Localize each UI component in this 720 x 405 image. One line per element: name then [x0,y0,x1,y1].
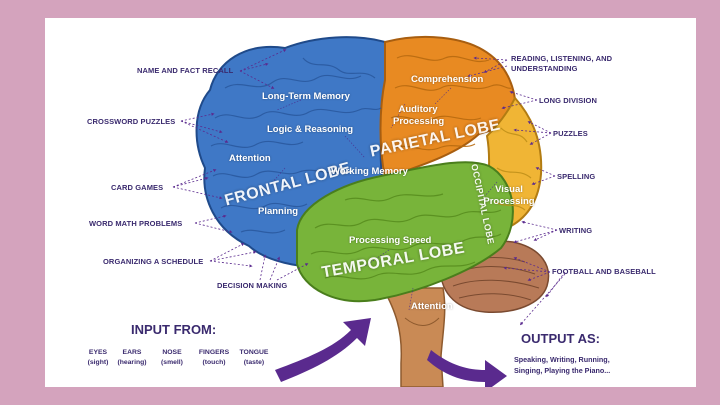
output-heading: OUTPUT AS: [521,331,600,346]
sense-eyes-name: EYES [88,349,108,356]
input-arrow-upper [275,318,371,382]
region-attention-stem: Attention [411,301,453,312]
diagram-panel: FRONTAL LOBE PARIETAL LOBE OCCIPITAL LOB… [45,18,696,387]
temporal-lobe [296,161,514,303]
region-planning: Planning [258,206,299,217]
brain-stem [381,287,446,387]
region-working-memory: Working Memory [331,166,408,177]
sense-nose: NOSE (smell) [155,348,189,368]
sense-nose-detail: (smell) [161,359,183,366]
task-word-math-problems: WORD MATH PROBLEMS [89,219,183,228]
task-football-baseball: FOOTBALL AND BASEBALL [552,267,656,276]
reading-line-1: READING, LISTENING, AND [511,54,613,63]
task-name-fact-recall: NAME AND FACT RECALL [137,66,234,75]
region-processing-speed: Processing Speed [349,235,432,246]
reading-line-2: UNDERSTANDING [511,64,578,73]
task-card-games: CARD GAMES [111,183,164,192]
task-decision-making: DECISION MAKING [217,281,288,290]
task-puzzles: PUZZLES [553,129,588,138]
sense-eyes-detail: (sight) [87,359,109,366]
sense-fingers-name: FINGERS [198,349,230,356]
brain-illustration [172,35,566,387]
region-auditory-processing: Auditory Processing [393,104,445,128]
output-line-2: Singing, Playing the Piano... [514,366,611,375]
sense-fingers: FINGERS (touch) [195,348,233,368]
output-text: Speaking, Writing, Running, Singing, Pla… [514,354,610,376]
task-crossword-puzzles: CROSSWORD PUZZLES [87,117,176,126]
sense-tongue-detail: (taste) [243,359,265,366]
task-long-division: LONG DIVISION [539,96,597,105]
output-line-1: Speaking, Writing, Running, [514,355,610,364]
sense-ears-name: EARS [122,349,142,356]
visual-line-2: Processing [483,196,535,207]
input-heading: INPUT FROM: [131,322,217,337]
sense-tongue-name: TONGUE [239,349,269,356]
output-arrow [427,350,507,387]
sense-ears-detail: (hearing) [117,359,147,366]
auditory-line-1: Auditory [398,104,438,115]
sense-eyes: EYES (sight) [83,348,113,368]
region-visual-processing: Visual Processing [481,184,537,208]
sense-nose-name: NOSE [162,349,182,356]
task-reading-listening: READING, LISTENING, AND UNDERSTANDING [511,54,612,74]
task-organizing-schedule: ORGANIZING A SCHEDULE [103,257,204,266]
sense-ears: EARS (hearing) [115,348,149,368]
region-comprehension: Comprehension [411,74,484,85]
region-attention-frontal: Attention [229,153,271,164]
region-logic-reasoning: Logic & Reasoning [267,124,354,135]
auditory-line-2: Processing [393,116,445,127]
sense-fingers-detail: (touch) [202,359,226,366]
task-spelling: SPELLING [557,172,596,181]
visual-line-1: Visual [495,184,523,195]
task-writing: WRITING [559,226,593,235]
sense-tongue: TONGUE (taste) [235,348,273,368]
region-long-term-memory: Long-Term Memory [262,91,350,102]
